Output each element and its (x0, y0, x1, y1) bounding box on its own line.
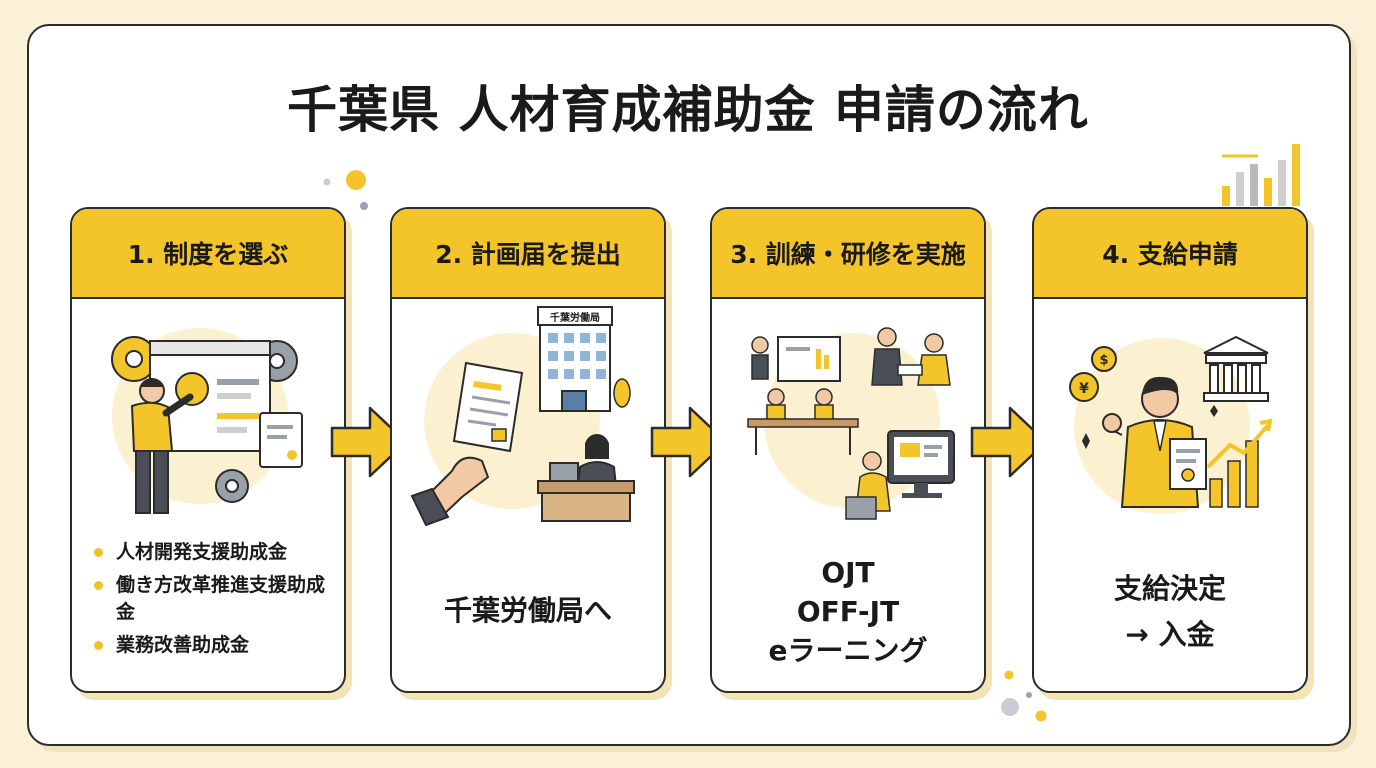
dots-decoration-icon (1001, 670, 1047, 722)
bullet-icon (94, 641, 103, 650)
step-3-heading: 3. 訓練・研修を実施 (712, 209, 984, 299)
list-item: 働き方改革推進支援助成金 (92, 572, 337, 626)
diagram-title: 千葉県 人材育成補助金 申請の流れ (287, 81, 1089, 139)
result-line-decision: 支給決定 (1113, 572, 1226, 605)
payment-application-illustration-icon: $ ¥ (1069, 335, 1273, 514)
step-4-heading: 4. 支給申請 (1034, 209, 1306, 299)
bullet-icon (94, 548, 103, 557)
choose-program-illustration-icon (111, 328, 303, 514)
step-2-heading: 2. 計画届を提出 (392, 209, 664, 299)
method-line-off-jt: OFF-JT (796, 595, 900, 628)
step-card-3: 3. 訓練・研修を実施 OJT (710, 207, 986, 693)
arrow-right-icon (330, 406, 408, 478)
result-line-payment: → 入金 (1125, 618, 1215, 651)
step-2-description: 千葉労働局へ (443, 594, 612, 627)
method-line-elearning: eラーニング (768, 634, 928, 667)
step-card-1: 1. 制度を選ぶ 人材開発支援助成金 (70, 207, 346, 693)
svg-text:¥: ¥ (1079, 381, 1089, 397)
building-sign: 千葉労働局 (550, 311, 600, 324)
step-card-2: 2. 計画届を提出 千葉労働局 千葉労働局へ (390, 207, 666, 693)
training-illustration-icon (747, 327, 955, 520)
list-item: 業務改善助成金 (92, 632, 337, 659)
step-card-4: 4. 支給申請 $ ¥ 支給決定 → 入 (1032, 207, 1308, 693)
program-list: 人材開発支援助成金 働き方改革推進支援助成金 業務改善助成金 (92, 539, 337, 665)
arrow-right-icon (650, 406, 728, 478)
bullet-icon (94, 581, 103, 590)
arrow-right-icon (970, 406, 1048, 478)
step-1-heading: 1. 制度を選ぶ (72, 209, 344, 299)
submit-plan-illustration-icon: 千葉労働局 (410, 306, 635, 526)
bar-chart-decoration-icon (1222, 144, 1300, 206)
dots-decoration-icon (323, 170, 368, 210)
svg-text:$: $ (1099, 353, 1108, 368)
list-item: 人材開発支援助成金 (92, 539, 337, 566)
method-line-ojt: OJT (821, 556, 875, 589)
